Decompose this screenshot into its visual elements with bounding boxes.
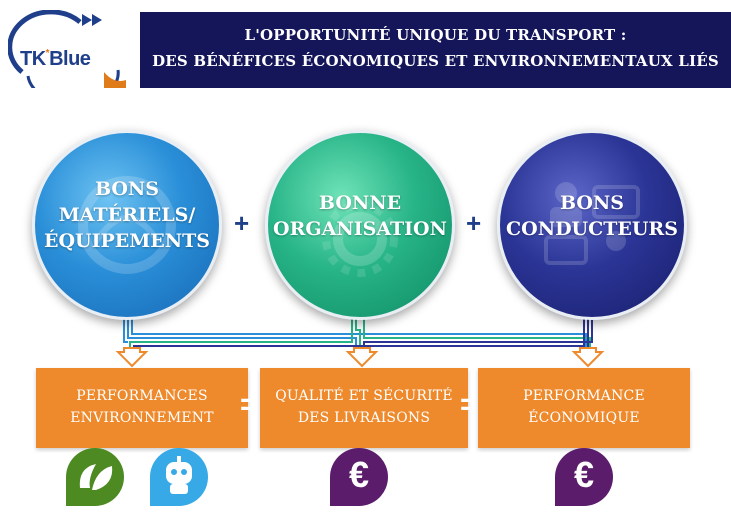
outcome-quality: QUALITÉ ET SÉCURITÉ DES LIVRAISONS	[260, 368, 468, 448]
euro-icon: €	[555, 448, 613, 506]
circle-organisation-line1: BONNE	[318, 192, 402, 214]
circle-equipment: BONS MATÉRIELS/ ÉQUIPEMENTS	[32, 130, 222, 320]
robot-icon	[150, 448, 208, 506]
equals-operator: =	[460, 388, 478, 421]
circle-equipment-line3: ÉQUIPEMENTS	[44, 230, 210, 252]
outcome-environment-line2: ENVIRONNEMENT	[70, 410, 214, 426]
plus-operator: +	[234, 208, 250, 238]
logo-blue: Blue	[49, 48, 91, 70]
outcome-economic: PERFORMANCE ÉCONOMIQUE	[478, 368, 690, 448]
logo-mark: *	[45, 48, 50, 59]
arrow-down-icon	[345, 347, 379, 368]
gauge-icon	[78, 176, 176, 274]
circle-organisation: BONNE ORGANISATION	[265, 130, 455, 320]
outcome-environment-line1: PERFORMANCES	[76, 388, 208, 404]
plus-operator: +	[466, 208, 482, 238]
outcome-economic-line1: PERFORMANCE	[523, 388, 645, 404]
equals-operator: =	[240, 388, 258, 421]
arrow-down-icon	[571, 347, 605, 368]
circle-drivers-line1: BONS	[559, 192, 625, 214]
gear-icon	[322, 201, 398, 277]
euro-icon: €	[330, 448, 388, 506]
outcome-economic-line2: ÉCONOMIQUE	[528, 410, 640, 426]
leaf-icon	[66, 448, 124, 506]
banner-title-line1: L'OPPORTUNITÉ UNIQUE DU TRANSPORT :	[244, 26, 627, 44]
banner-title-line2: DES BÉNÉFICES ÉCONOMIQUES ET ENVIRONNEME…	[152, 52, 719, 70]
outcome-quality-line2: DES LIVRAISONS	[297, 410, 431, 426]
circle-drivers: BONS CONDUCTEURS	[497, 130, 687, 320]
people-icon	[544, 182, 640, 265]
logo-wordmark: TK*Blue	[20, 48, 91, 71]
logo-tk: TK	[20, 48, 46, 70]
circle-equipment-line2: MATÉRIELS/	[58, 204, 196, 226]
circle-drivers-line2: CONDUCTEURS	[506, 218, 678, 240]
circle-organisation-line2: ORGANISATION	[273, 218, 447, 240]
arrow-down-icon	[115, 347, 149, 368]
outcome-quality-line1: QUALITÉ ET SÉCURITÉ	[275, 388, 453, 404]
circle-equipment-line1: BONS	[94, 178, 160, 200]
title-banner: L'OPPORTUNITÉ UNIQUE DU TRANSPORT : DES …	[140, 12, 731, 88]
euro-symbol: €	[573, 454, 595, 495]
euro-symbol: €	[348, 454, 370, 495]
outcome-environment: PERFORMANCES ENVIRONNEMENT	[36, 368, 248, 448]
